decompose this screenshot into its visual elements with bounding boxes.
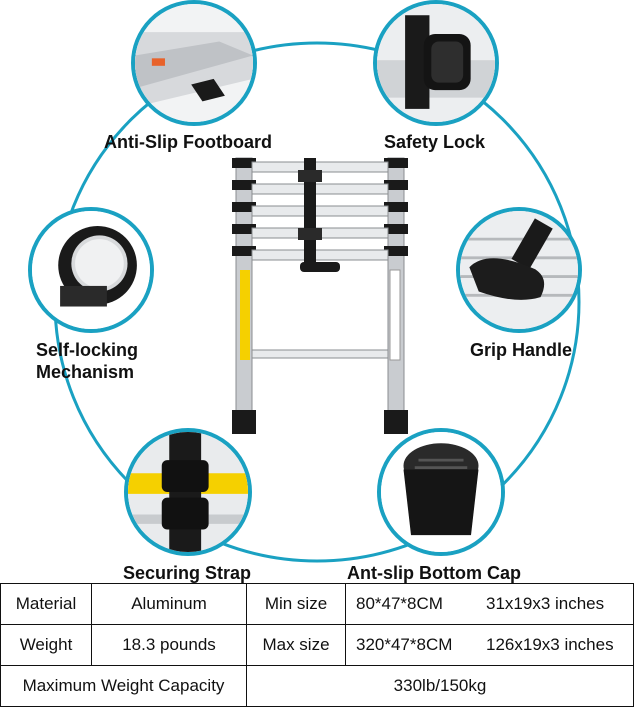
self-locking-circle bbox=[28, 207, 154, 333]
safety-lock-circle bbox=[373, 0, 499, 126]
capacity-label: Maximum Weight Capacity bbox=[0, 665, 247, 707]
material-value: Aluminum bbox=[91, 583, 247, 625]
max-size-label: Max size bbox=[246, 624, 346, 666]
material-label: Material bbox=[0, 583, 92, 625]
min-size-value: 80*47*8CM 31x19x3 inches bbox=[345, 583, 634, 625]
grip-handle-image bbox=[460, 211, 578, 329]
self-locking-image bbox=[32, 211, 150, 329]
telescopic-ladder-image bbox=[232, 157, 408, 434]
bottom-cap-circle bbox=[377, 428, 505, 556]
grip-handle-label: Grip Handle bbox=[470, 340, 573, 360]
securing-strap-label: Securing Strap bbox=[123, 563, 252, 583]
bottom-cap-image bbox=[381, 432, 501, 552]
securing-strap-image bbox=[128, 432, 248, 552]
max-size-value: 320*47*8CM 126x19x3 inches bbox=[345, 624, 634, 666]
weight-label: Weight bbox=[0, 624, 92, 666]
max-size-in: 126x19x3 inches bbox=[486, 635, 614, 654]
min-size-label: Min size bbox=[246, 583, 346, 625]
table-row: Weight 18.3 pounds Max size 320*47*8CM 12… bbox=[0, 624, 634, 666]
grip-handle-circle bbox=[456, 207, 582, 333]
self-locking-label-line2: Mechanism bbox=[36, 362, 135, 382]
anti-slip-footboard-label: Anti-Slip Footboard bbox=[104, 132, 272, 152]
bottom-cap-label: Ant-slip Bottom Cap bbox=[347, 563, 521, 583]
min-size-cm: 80*47*8CM bbox=[356, 594, 443, 613]
max-size-cm: 320*47*8CM bbox=[356, 635, 453, 654]
footboard-image bbox=[135, 4, 253, 122]
table-row: Material Aluminum Min size 80*47*8CM 31x1… bbox=[0, 583, 634, 625]
safety-lock-image bbox=[377, 4, 495, 122]
self-locking-label-line1: Self-locking bbox=[36, 340, 139, 360]
table-row: Maximum Weight Capacity 330lb/150kg bbox=[0, 665, 634, 707]
spec-table: Material Aluminum Min size 80*47*8CM 31x1… bbox=[0, 583, 634, 707]
safety-lock-label: Safety Lock bbox=[384, 132, 486, 152]
capacity-value: 330lb/150kg bbox=[246, 665, 634, 707]
min-size-in: 31x19x3 inches bbox=[486, 594, 605, 613]
securing-strap-circle bbox=[124, 428, 252, 556]
footboard-circle bbox=[131, 0, 257, 126]
weight-value: 18.3 pounds bbox=[91, 624, 247, 666]
